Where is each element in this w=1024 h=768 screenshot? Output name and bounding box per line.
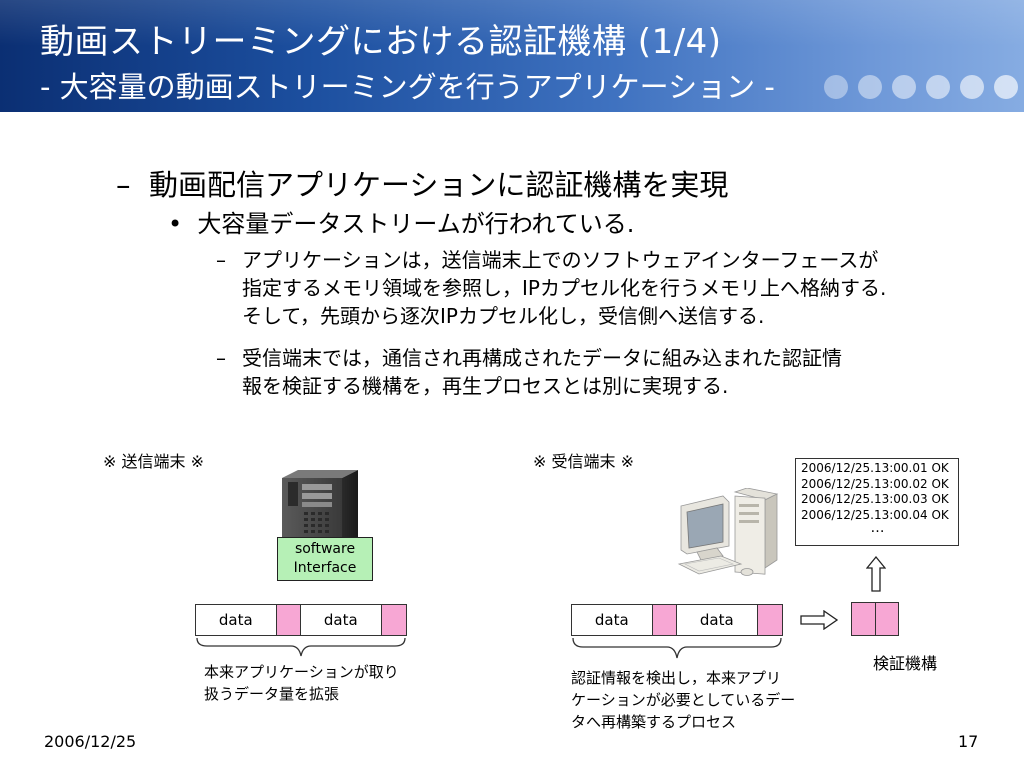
slide-header: 動画ストリーミングにおける認証機構 (1/4) - 大容量の動画ストリーミングを…: [0, 0, 1024, 112]
bullet-level3-line: そして，先頭から逐次IPカプセル化し，受信側へ送信する.: [242, 304, 765, 328]
header-dot-icon: [892, 75, 916, 99]
packet-data-cell: data: [196, 605, 277, 635]
packet-auth-cell: [382, 605, 406, 635]
slide-subtitle: - 大容量の動画ストリーミングを行うアプリケーション -: [40, 70, 775, 104]
header-dot-icon: [926, 75, 950, 99]
server-tower-icon: [282, 470, 358, 540]
verification-auth-cell: [852, 603, 876, 635]
bullet-level1-text: 動画配信アプリケーションに認証機構を実現: [148, 168, 729, 202]
bullet-dash-mark: –: [116, 168, 131, 202]
software-interface-box: software Interface: [277, 537, 373, 581]
up-arrow-icon: [866, 556, 886, 592]
log-line: 2006/12/25.13:00.03 OK: [801, 492, 949, 506]
bullet-level2: • 大容量データストリームが行われている.: [168, 204, 634, 239]
bullet-dash-mark: –: [216, 248, 226, 272]
log-line: 2006/12/25.13:00.01 OK: [801, 461, 949, 475]
footer-date: 2006/12/25: [44, 732, 137, 751]
log-line: 2006/12/25.13:00.04 OK: [801, 507, 949, 522]
sender-caption-line: 本来アプリケーションが取り: [204, 663, 399, 681]
sender-caption: 本来アプリケーションが取り 扱うデータ量を拡張: [204, 661, 399, 705]
receiver-caption-line: タへ再構築するプロセス: [571, 713, 737, 731]
receiver-brace: [572, 637, 782, 659]
bullet-level3-line: 受信端末では，通信され再構成されたデータに組み込まれた認証情: [242, 346, 842, 370]
software-interface-line: Interface: [293, 560, 357, 576]
sender-terminal-label: ※ 送信端末 ※: [103, 452, 204, 471]
packet-data-cell: data: [676, 605, 759, 635]
desktop-pc-icon: [677, 488, 779, 576]
header-dot-icon: [994, 75, 1018, 99]
packet-data-cell: data: [572, 605, 653, 635]
packet-data-cell: data: [300, 605, 383, 635]
bullet-level3-receiver: – 受信端末では，通信され再構成されたデータに組み込まれた認証情 報を検証する機…: [216, 344, 1006, 400]
log-ellipsis: …: [870, 520, 885, 536]
bullet-level1: – 動画配信アプリケーションに認証機構を実現: [116, 162, 728, 204]
header-dot-icon: [824, 75, 848, 99]
bullet-level3-line: アプリケーションは，送信端末上でのソフトウェアインターフェースが: [242, 248, 879, 272]
packet-auth-cell: [758, 605, 782, 635]
packet-auth-cell: [652, 605, 677, 635]
receiver-packet: data data: [571, 604, 783, 636]
receiver-terminal-label: ※ 受信端末 ※: [533, 452, 634, 471]
verification-mechanism-label: 検証機構: [873, 654, 938, 673]
right-arrow-icon: [800, 610, 838, 630]
receiver-caption-line: 認証情報を検出し，本来アプリ: [571, 669, 782, 687]
bullet-dash-mark: –: [216, 346, 226, 370]
slide-title: 動画ストリーミングにおける認証機構 (1/4): [40, 22, 722, 62]
verification-auth-cell: [875, 603, 898, 635]
verification-mechanism-boxes: [851, 602, 899, 636]
receiver-caption: 認証情報を検出し，本来アプリ ケーションが必要としているデー タへ再構築するプロ…: [571, 667, 795, 733]
footer-page-number: 17: [958, 732, 979, 751]
bullet-level3-sender: – アプリケーションは，送信端末上でのソフトウェアインターフェースが 指定するメ…: [216, 246, 1006, 330]
log-line: 2006/12/25.13:00.02 OK: [801, 476, 949, 491]
software-interface-line: software: [294, 541, 356, 557]
bullet-dot-mark: •: [168, 210, 183, 238]
header-dot-icon: [960, 75, 984, 99]
header-dot-icon: [858, 75, 882, 99]
sender-brace: [196, 637, 406, 657]
bullet-level3-line: 指定するメモリ領域を参照し，IPカプセル化を行うメモリ上へ格納する.: [242, 276, 887, 300]
bullet-level3-line: 報を検証する機構を，再生プロセスとは別に実現する.: [242, 374, 729, 398]
header-dots: [824, 75, 1018, 99]
receiver-caption-line: ケーションが必要としているデー: [571, 691, 796, 709]
sender-packet: data data: [195, 604, 407, 636]
bullet-level2-text: 大容量データストリームが行われている.: [197, 210, 635, 238]
sender-caption-line: 扱うデータ量を拡張: [204, 685, 340, 703]
header-shine: [0, 0, 1024, 46]
packet-auth-cell: [276, 605, 301, 635]
verification-log-box: 2006/12/25.13:00.01 OK 2006/12/25.13:00.…: [795, 458, 959, 546]
